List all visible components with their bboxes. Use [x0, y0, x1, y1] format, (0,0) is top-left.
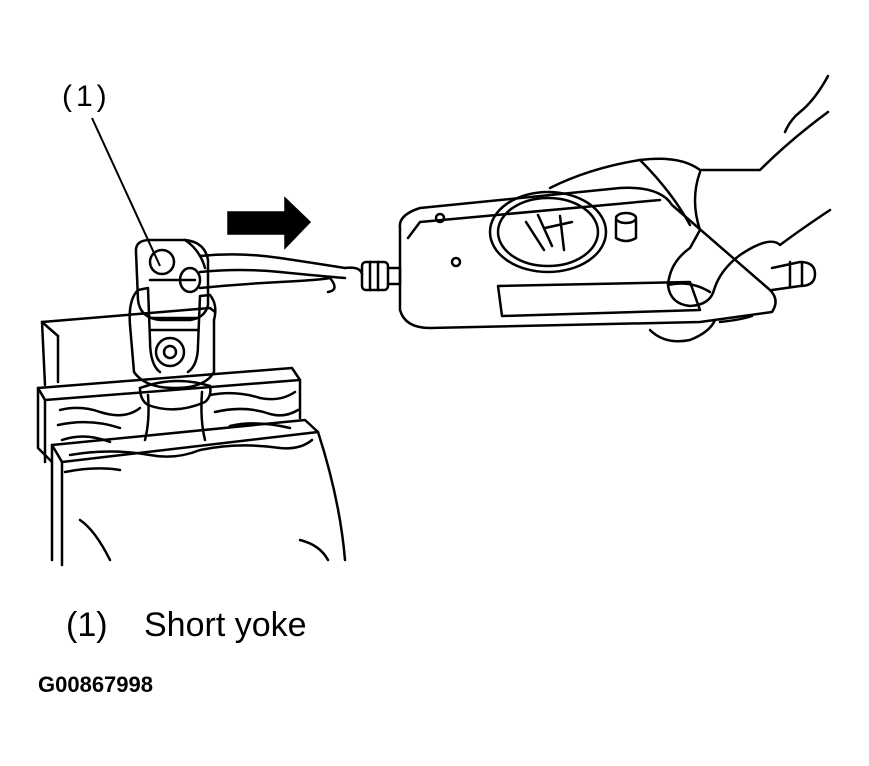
hand: [548, 74, 832, 343]
legend: (1) Short yoke: [66, 606, 307, 645]
wood-jaws: [36, 366, 314, 474]
leader-line: [91, 117, 161, 267]
wire-hook: [178, 253, 364, 294]
pull-direction-arrow-icon: [227, 196, 312, 250]
push-pull-gauge: [398, 186, 817, 330]
vise-body: [50, 418, 347, 567]
vise-back-block: [40, 306, 217, 387]
legend-label: Short yoke: [144, 606, 307, 644]
short-yoke: [128, 238, 217, 442]
legend-marker: (1): [66, 606, 108, 644]
gauge-connector: [360, 260, 402, 292]
figure-id: G00867998: [38, 672, 153, 697]
callout-marker: (1): [62, 80, 111, 113]
